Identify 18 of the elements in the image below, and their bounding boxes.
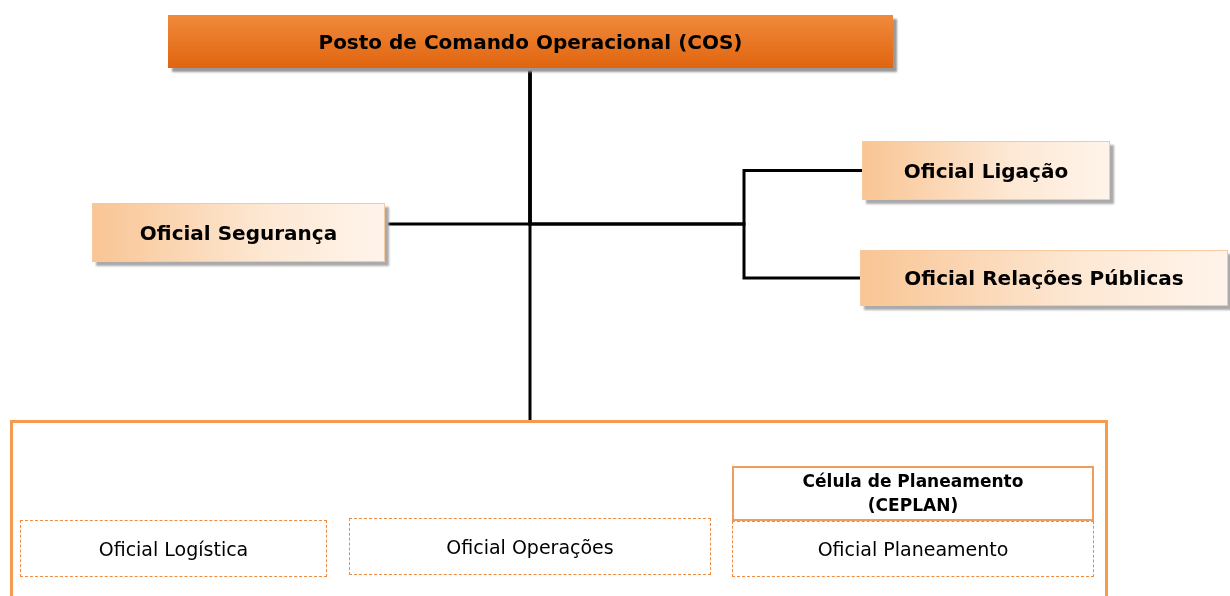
unit-label: Célula de Planeamento (CEPLAN) <box>801 469 1025 517</box>
role-label: Oficial Ligação <box>902 158 1070 183</box>
role-box <box>349 518 711 575</box>
role-box <box>732 521 1094 577</box>
role-label: Oficial Operações <box>445 535 615 558</box>
unit-box <box>732 466 1094 521</box>
role-label: Oficial Logística <box>97 537 250 560</box>
title-text: Posto de Comando Operacional (COS) <box>317 29 744 54</box>
role-box <box>92 203 385 262</box>
role-label: Oficial Segurança <box>138 220 339 245</box>
connector-line <box>528 68 860 280</box>
role-label: Oficial Planeamento <box>816 538 1010 560</box>
role-box <box>862 141 1110 200</box>
header-box <box>168 15 893 68</box>
group-frame <box>10 420 1108 596</box>
role-box <box>860 250 1228 306</box>
role-label: Oficial Relações Públicas <box>903 266 1185 290</box>
role-box <box>20 520 327 577</box>
